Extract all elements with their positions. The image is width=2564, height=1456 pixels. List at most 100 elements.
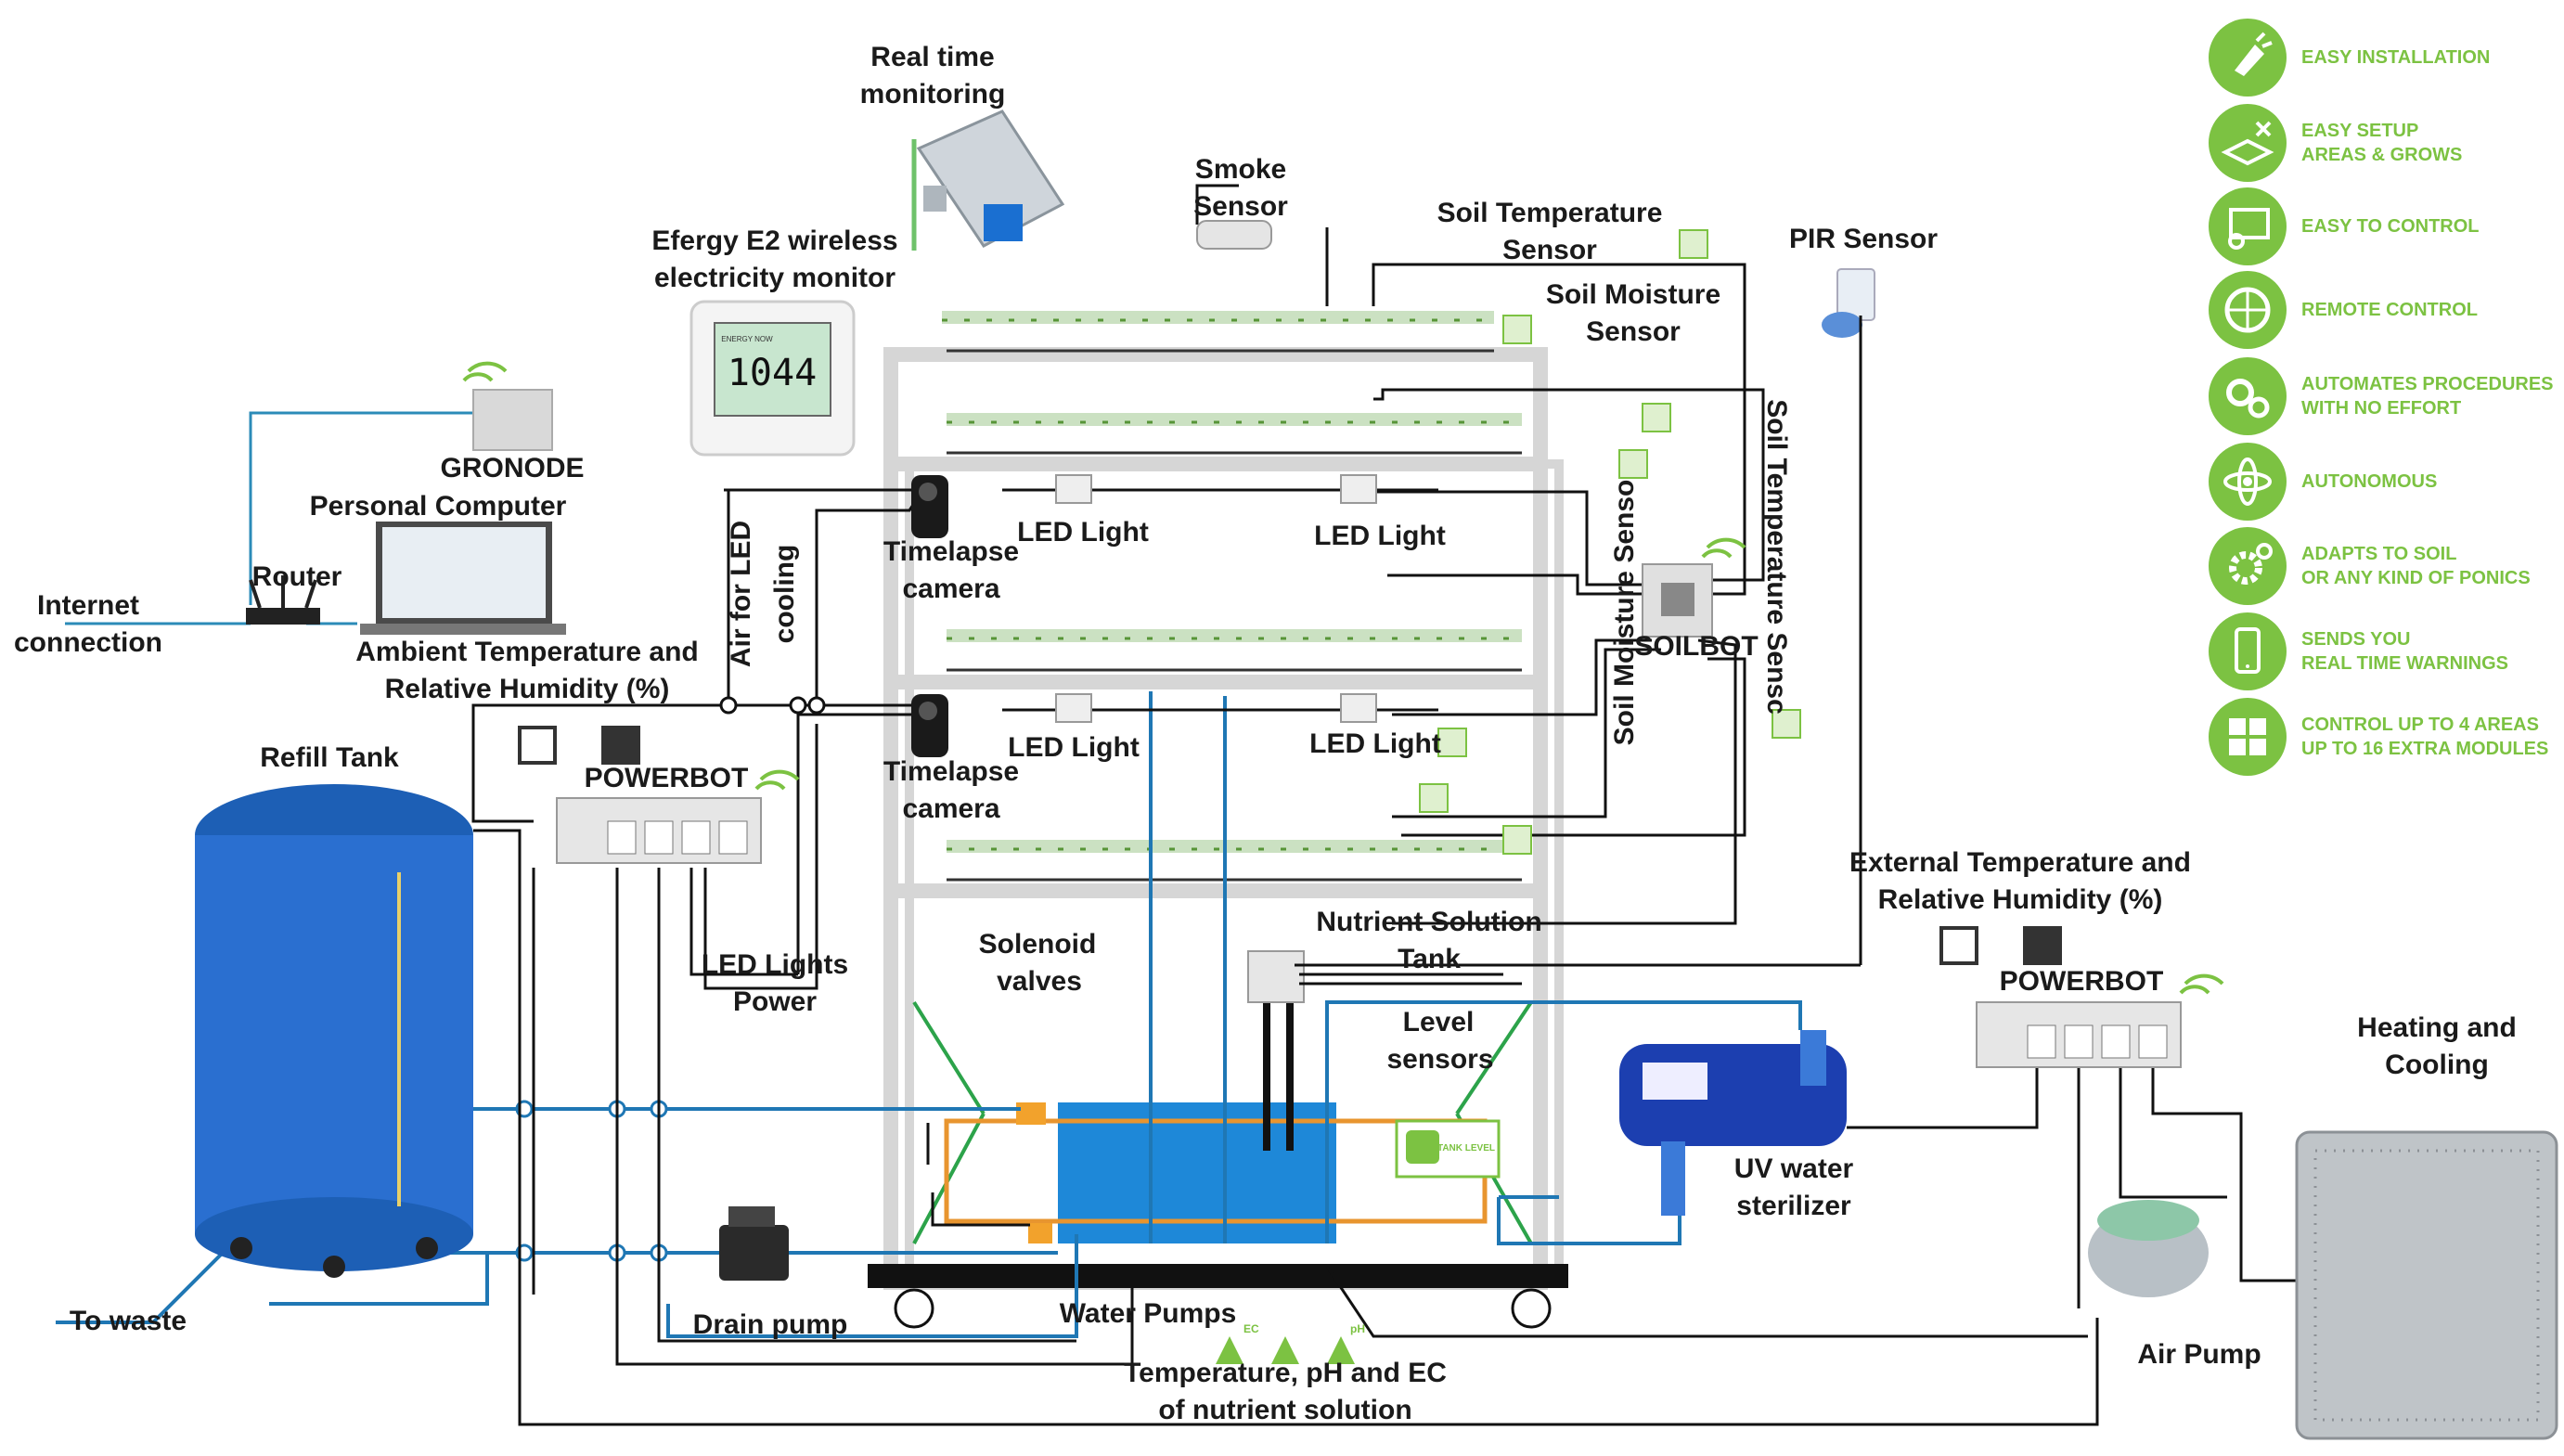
hvac-unit [2295,1130,2558,1440]
air-led-line1: Air for LED [726,521,756,667]
feature-text: EASY SETUP AREAS & GROWS [2301,119,2462,167]
wheel-left [894,1288,934,1329]
external-label-1: External Temperature and [1849,847,2191,878]
soil-temp-label-1: Soil Temperature [1437,198,1663,228]
globe-icon [2209,271,2287,349]
gears-icon [2209,357,2287,435]
thermo-icon-2 [1939,926,1978,965]
camera-icon [911,110,1065,251]
feature-text: AUTOMATES PROCEDURES WITH NO EFFORT [2301,372,2554,420]
laptop-icon [360,522,566,635]
led-label-1: LED Light [1017,517,1149,548]
powerbot-1-label: POWERBOT [584,763,749,793]
feature-text: REMOTE CONTROL [2301,298,2478,322]
to-waste-label: To waste [69,1306,187,1336]
smoke-label-2: Sensor [1193,191,1288,222]
feature-text: EASY TO CONTROL [2301,214,2480,238]
temp-ph-label-1: Temperature, pH and EC [1124,1358,1447,1388]
gronode-label: GRONODE [440,453,585,483]
rack-base [868,1264,1568,1288]
timelapse-2-label-2: camera [902,793,1000,824]
led-label-3: LED Light [1008,732,1140,763]
air-led-line2: cooling [769,545,800,644]
energy-meter: ENERGY NOW 1044 [689,300,856,457]
feature-line: EASY TO CONTROL [2301,216,2480,237]
feature-text: AUTONOMOUS [2301,470,2437,494]
led-power-label-2: Power [732,986,818,1017]
feature-line: EASY INSTALLATION [2301,47,2491,68]
led-power-label-1: LED Lights [701,949,849,980]
feature-item: REMOTE CONTROL [2209,271,2561,349]
external-label-2: Relative Humidity (%) [1877,884,2163,915]
feature-line: AUTONOMOUS [2301,471,2438,492]
feature-item: EASY SETUP AREAS & GROWS [2209,104,2561,182]
internet-label-2: connection [13,627,163,658]
feature-line: REAL TIME WARNINGS [2301,653,2508,674]
feature-line: EASY SETUP [2301,121,2419,141]
feature-line: CONTROL UP TO 4 AREAS [2301,715,2539,735]
realtime-label-1: Real time [870,42,995,72]
phone-icon [2209,612,2287,690]
air-pump [2088,1200,2209,1297]
humidity-icon-1 [601,726,640,765]
router-label: Router [251,561,342,592]
tank-level-label: TANK LEVEL [1437,1143,1495,1153]
meter-small-text: ENERGY NOW [721,335,773,343]
heating-label-1: Heating and [2357,1012,2517,1043]
feature-line: AUTOMATES PROCEDURES [2301,374,2554,394]
atom-icon [2209,443,2287,521]
led-label-2: LED Light [1314,521,1446,551]
ambient-label-2: Relative Humidity (%) [384,674,670,704]
smoke-sensor-icon [1196,220,1272,250]
soilbot-device [1642,537,1746,638]
powerbot-1 [556,769,800,864]
timelapse-camera-1 [911,475,948,538]
drain-pump [719,1206,789,1281]
soil-temp-vertical: Soil Temperature Sensc [1761,399,1792,715]
router-icon [246,575,320,625]
soil-sensor-tags [1419,229,1801,855]
powerbot-2-label: POWERBOT [1999,966,2164,997]
timelapse-camera-2 [911,694,948,757]
setup-icon [2209,104,2287,182]
ph-label: pH [1350,1322,1365,1335]
feature-item: SENDS YOU REAL TIME WARNINGS [2209,612,2561,690]
feature-text: ADAPTS TO SOIL OR ANY KIND OF PONICS [2301,542,2531,590]
puzzle-icon [2209,698,2287,776]
internet-label-1: Internet [36,590,140,621]
temp-ph-label-2: of nutrient solution [1158,1395,1412,1425]
realtime-label-2: monitoring [859,79,1006,110]
pir-label: PIR Sensor [1788,224,1939,254]
refill-tank [195,784,473,1278]
wheel-right [1511,1288,1552,1329]
timelapse-1-label-1: Timelapse [883,536,1020,567]
water-pipes [56,691,1802,1338]
feature-line: ADAPTS TO SOIL [2301,544,2457,564]
uv-label-1: UV water [1733,1153,1854,1184]
gear-icon [2209,527,2287,605]
control-panel-icon [2209,187,2287,265]
smoke-label-1: Smoke [1194,154,1287,185]
timelapse-1-label-2: camera [902,573,1000,604]
feature-text: SENDS YOU REAL TIME WARNINGS [2301,627,2508,676]
solenoid-valve-top [1016,1102,1046,1125]
feature-item: EASY TO CONTROL [2209,187,2561,265]
wires [471,184,2301,1426]
nutrient-label-1: Nutrient Solution [1316,907,1542,937]
feature-item: AUTOMATES PROCEDURES WITH NO EFFORT [2209,357,2561,435]
feature-line: OR ANY KIND OF PONICS [2301,568,2531,588]
heating-label-2: Cooling [2385,1050,2489,1080]
soilbot-label: SOILBOT [1634,631,1759,662]
efergy-label-2: electricity monitor [653,263,896,293]
soil-moisture-vertical: Soil Moisture Senso [1609,480,1640,746]
soil-temp-label-2: Sensor [1502,235,1597,265]
feature-line: SENDS YOU [2301,629,2411,650]
meter-reading: 1044 [728,352,817,394]
gronode-device [472,389,553,451]
refill-label: Refill Tank [260,742,399,773]
feature-line: AREAS & GROWS [2301,145,2463,165]
solenoid-label-1: Solenoid [978,929,1097,960]
feature-line: WITH NO EFFORT [2301,398,2462,419]
